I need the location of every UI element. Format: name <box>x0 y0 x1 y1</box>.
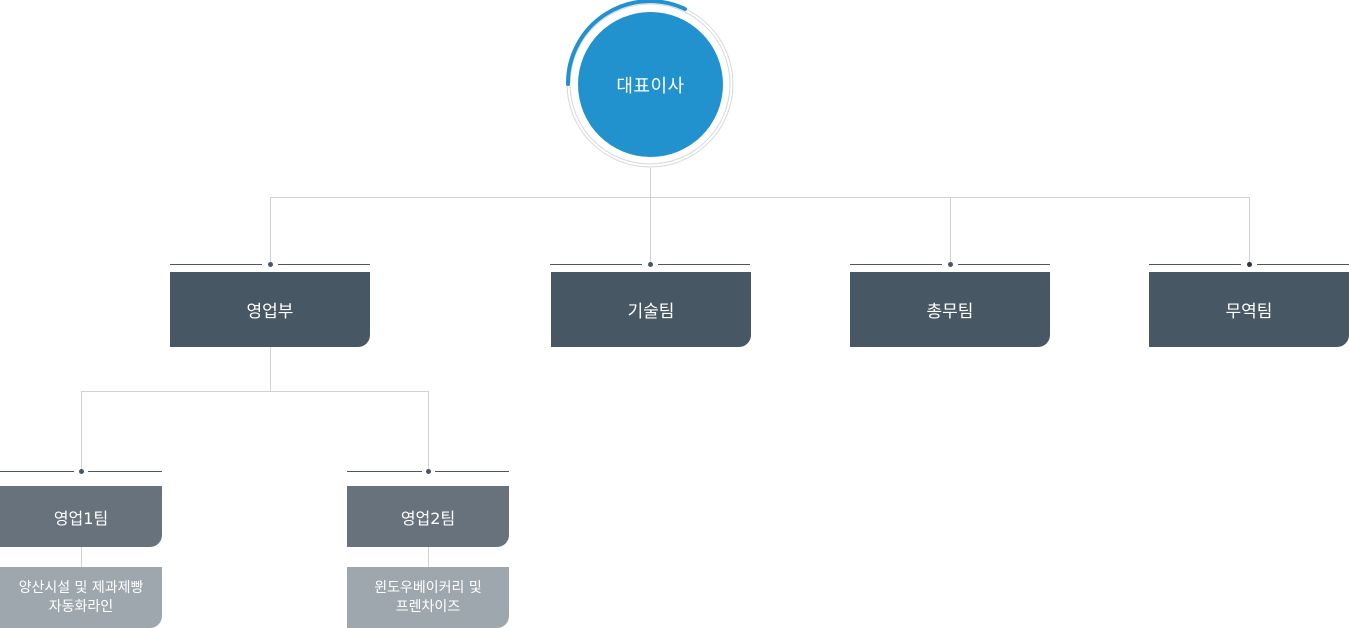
sales-team1-desc-connector <box>81 547 82 567</box>
sales-dept-rule-left <box>170 264 262 265</box>
ceo-connector <box>650 168 651 265</box>
sales-team1-description-line1: 양산시설 및 제과제빵 <box>18 579 144 596</box>
sales-team1-box: 영업1팀 <box>0 486 162 547</box>
sales-teams-bus <box>81 391 429 392</box>
general-team-node-dot <box>948 262 953 267</box>
sales-team2-description: 윈도우베이커리 및 프렌차이즈 <box>347 567 509 628</box>
dept-connector-general <box>1249 197 1250 265</box>
sales-team2-box: 영업2팀 <box>347 486 509 547</box>
dept-connector-tech <box>950 197 951 265</box>
trade-team-rule-right <box>1257 264 1349 265</box>
sales-team2-description-line2: 프렌차이즈 <box>395 598 461 615</box>
trade-team-node-dot <box>1247 262 1252 267</box>
ceo-node: 대표이사 <box>564 0 736 172</box>
sales-team1-description-line2: 자동화라인 <box>48 598 114 615</box>
dept-connector-sales <box>270 197 271 265</box>
ceo-label: 대표이사 <box>578 12 723 157</box>
sales-dept-node-dot <box>268 262 273 267</box>
tech-team-node-dot <box>648 262 653 267</box>
sales-team2-description-line1: 윈도우베이커리 및 <box>374 579 482 596</box>
sales-team1-node-dot <box>79 469 84 474</box>
departments-bus <box>270 197 1250 198</box>
tech-team-rule-left <box>550 264 642 265</box>
sales-team1-rule-left <box>0 471 74 472</box>
ceo-ring-decoration <box>565 0 734 168</box>
sales-team1-connector <box>81 391 82 471</box>
department-box-sales: 영업부 <box>170 272 370 347</box>
sales-team2-node-dot <box>426 469 431 474</box>
sales-team2-rule-left <box>347 471 422 472</box>
department-box-general-affairs: 총무팀 <box>850 272 1050 347</box>
general-team-rule-left <box>850 264 942 265</box>
sales-team2-rule-right <box>435 471 509 472</box>
trade-team-rule-left <box>1149 264 1241 265</box>
tech-team-rule-right <box>658 264 750 265</box>
department-box-trade: 무역팀 <box>1149 272 1349 347</box>
sales-team1-description: 양산시설 및 제과제빵 자동화라인 <box>0 567 162 628</box>
sales-dept-rule-right <box>278 264 370 265</box>
sales-team2-connector <box>428 391 429 471</box>
sales-dept-down-connector <box>270 347 271 391</box>
general-team-rule-right <box>958 264 1050 265</box>
sales-team1-rule-right <box>88 471 162 472</box>
department-box-tech: 기술팀 <box>551 272 751 347</box>
sales-team2-desc-connector <box>428 547 429 567</box>
